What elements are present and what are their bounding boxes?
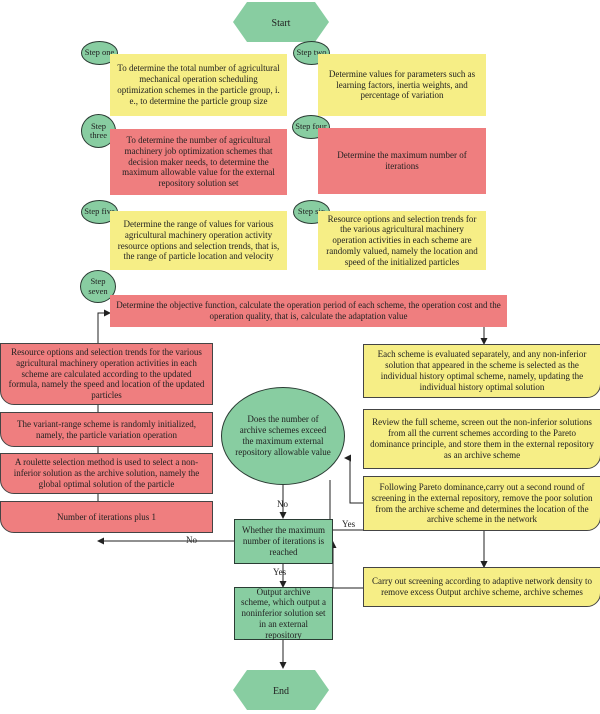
arrow-density-to-iteration [329, 541, 363, 589]
svg-text:End: End [273, 686, 289, 697]
evaluate-scheme-box: Each scheme is evaluated separately, and… [363, 344, 600, 398]
variant-range-box: The variant-range scheme is randomly ini… [0, 412, 213, 447]
step-one-box: To determine the total number of agricul… [110, 54, 287, 116]
step-two-badge: Step two [293, 41, 330, 65]
output-archive-box: Output archive scheme, which output a no… [234, 587, 333, 640]
label-no-archive: No [277, 499, 288, 509]
step-four-box: Determine the maximum number of iteratio… [318, 128, 486, 194]
archive-count-decision: Does the number of archive schemes excee… [221, 387, 345, 485]
review-scheme-box: Review the full scheme, screen out the n… [363, 409, 600, 469]
max-iterations-decision: Whether the maximum number of iterations… [234, 519, 333, 564]
arrow-pareto-to-archive-question [344, 454, 363, 504]
end-terminal: End [233, 670, 329, 710]
roulette-selection-box: A roulette selection method is used to s… [0, 453, 213, 494]
svg-text:Start: Start [272, 18, 291, 29]
label-no-iteration: No [186, 535, 197, 545]
label-yes-iteration: Yes [273, 567, 287, 577]
step-two-box: Determine values for parameters such as … [318, 54, 486, 116]
step-five-box: Determine the range of values for variou… [110, 211, 287, 270]
step-three-box: To determine the number of agricultural … [110, 129, 287, 195]
step-six-box: Resource options and selection trends fo… [318, 211, 486, 270]
start-terminal: Start [233, 2, 329, 42]
objective-function-box: Determine the objective function, calcul… [110, 295, 507, 327]
iterations-plus-one-box: Number of iterations plus 1 [0, 501, 213, 533]
label-yes-archive: Yes [342, 519, 356, 529]
density-screening-box: Carry out screening according to adaptiv… [363, 567, 600, 607]
update-particles-box: Resource options and selection trends fo… [0, 343, 213, 405]
pareto-screening-box: Following Pareto dominance,carry out a s… [363, 476, 600, 531]
